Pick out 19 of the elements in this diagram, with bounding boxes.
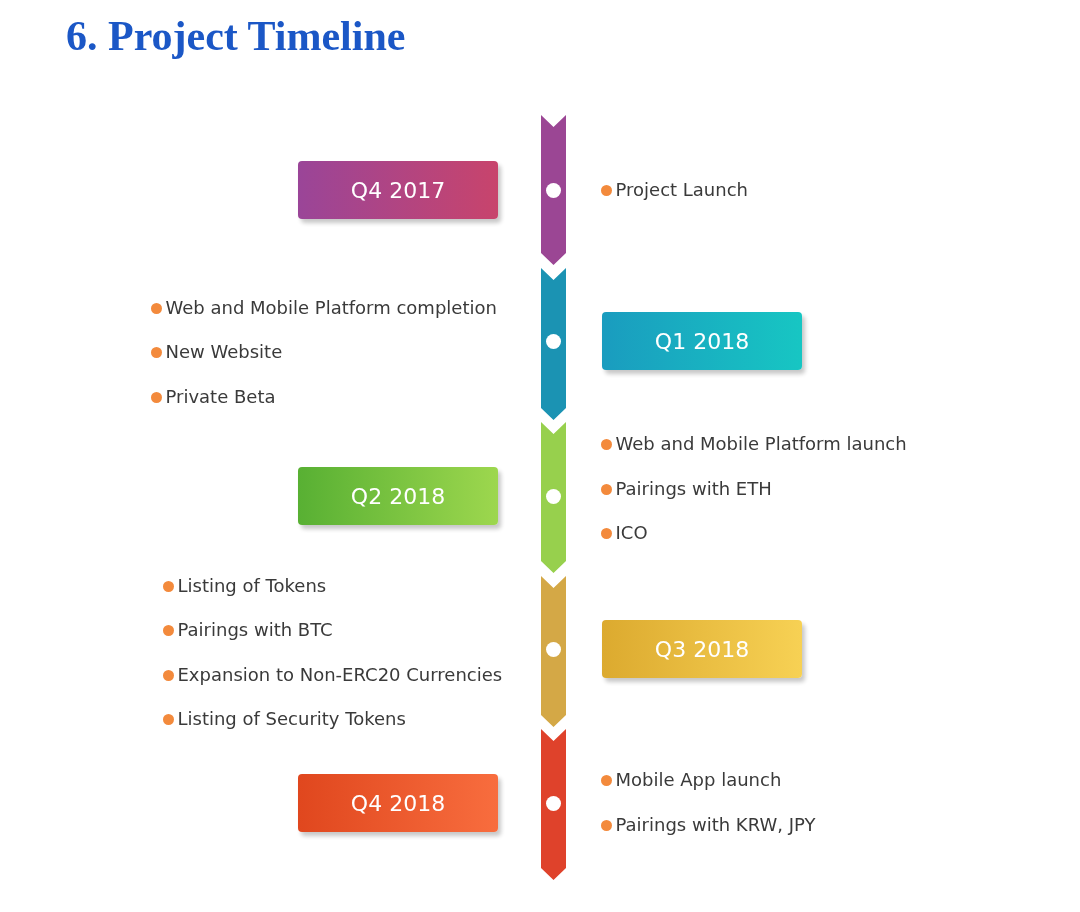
title: 6. Project Timeline	[66, 12, 406, 60]
milestone-text: Private Beta	[165, 385, 276, 409]
milestone-text: New Website	[165, 340, 283, 364]
milestone-text: Project Launch	[615, 178, 748, 202]
quarter-box: Q4 2018	[298, 774, 498, 832]
milestone-text: Pairings with BTC	[177, 618, 333, 642]
milestone-text: Listing of Tokens	[177, 574, 327, 598]
milestone-text: Pairings with ETH	[615, 477, 772, 501]
quarter-box: Q3 2018	[602, 620, 802, 678]
milestone-text: Listing of Security Tokens	[177, 707, 406, 731]
quarter-box: Q1 2018	[602, 312, 802, 370]
quarter-box: Q4 2017	[298, 161, 498, 219]
milestone-text: Web and Mobile Platform launch	[615, 432, 907, 456]
milestone-text: Expansion to Non-ERC20 Currencies	[177, 663, 503, 687]
milestone-text: Mobile App launch	[615, 768, 782, 792]
milestone-text: Web and Mobile Platform completion	[165, 296, 497, 320]
quarter-box: Q2 2018	[298, 467, 498, 525]
milestone-text: Pairings with KRW, JPY	[615, 813, 816, 837]
milestone-text: ICO	[615, 521, 648, 545]
